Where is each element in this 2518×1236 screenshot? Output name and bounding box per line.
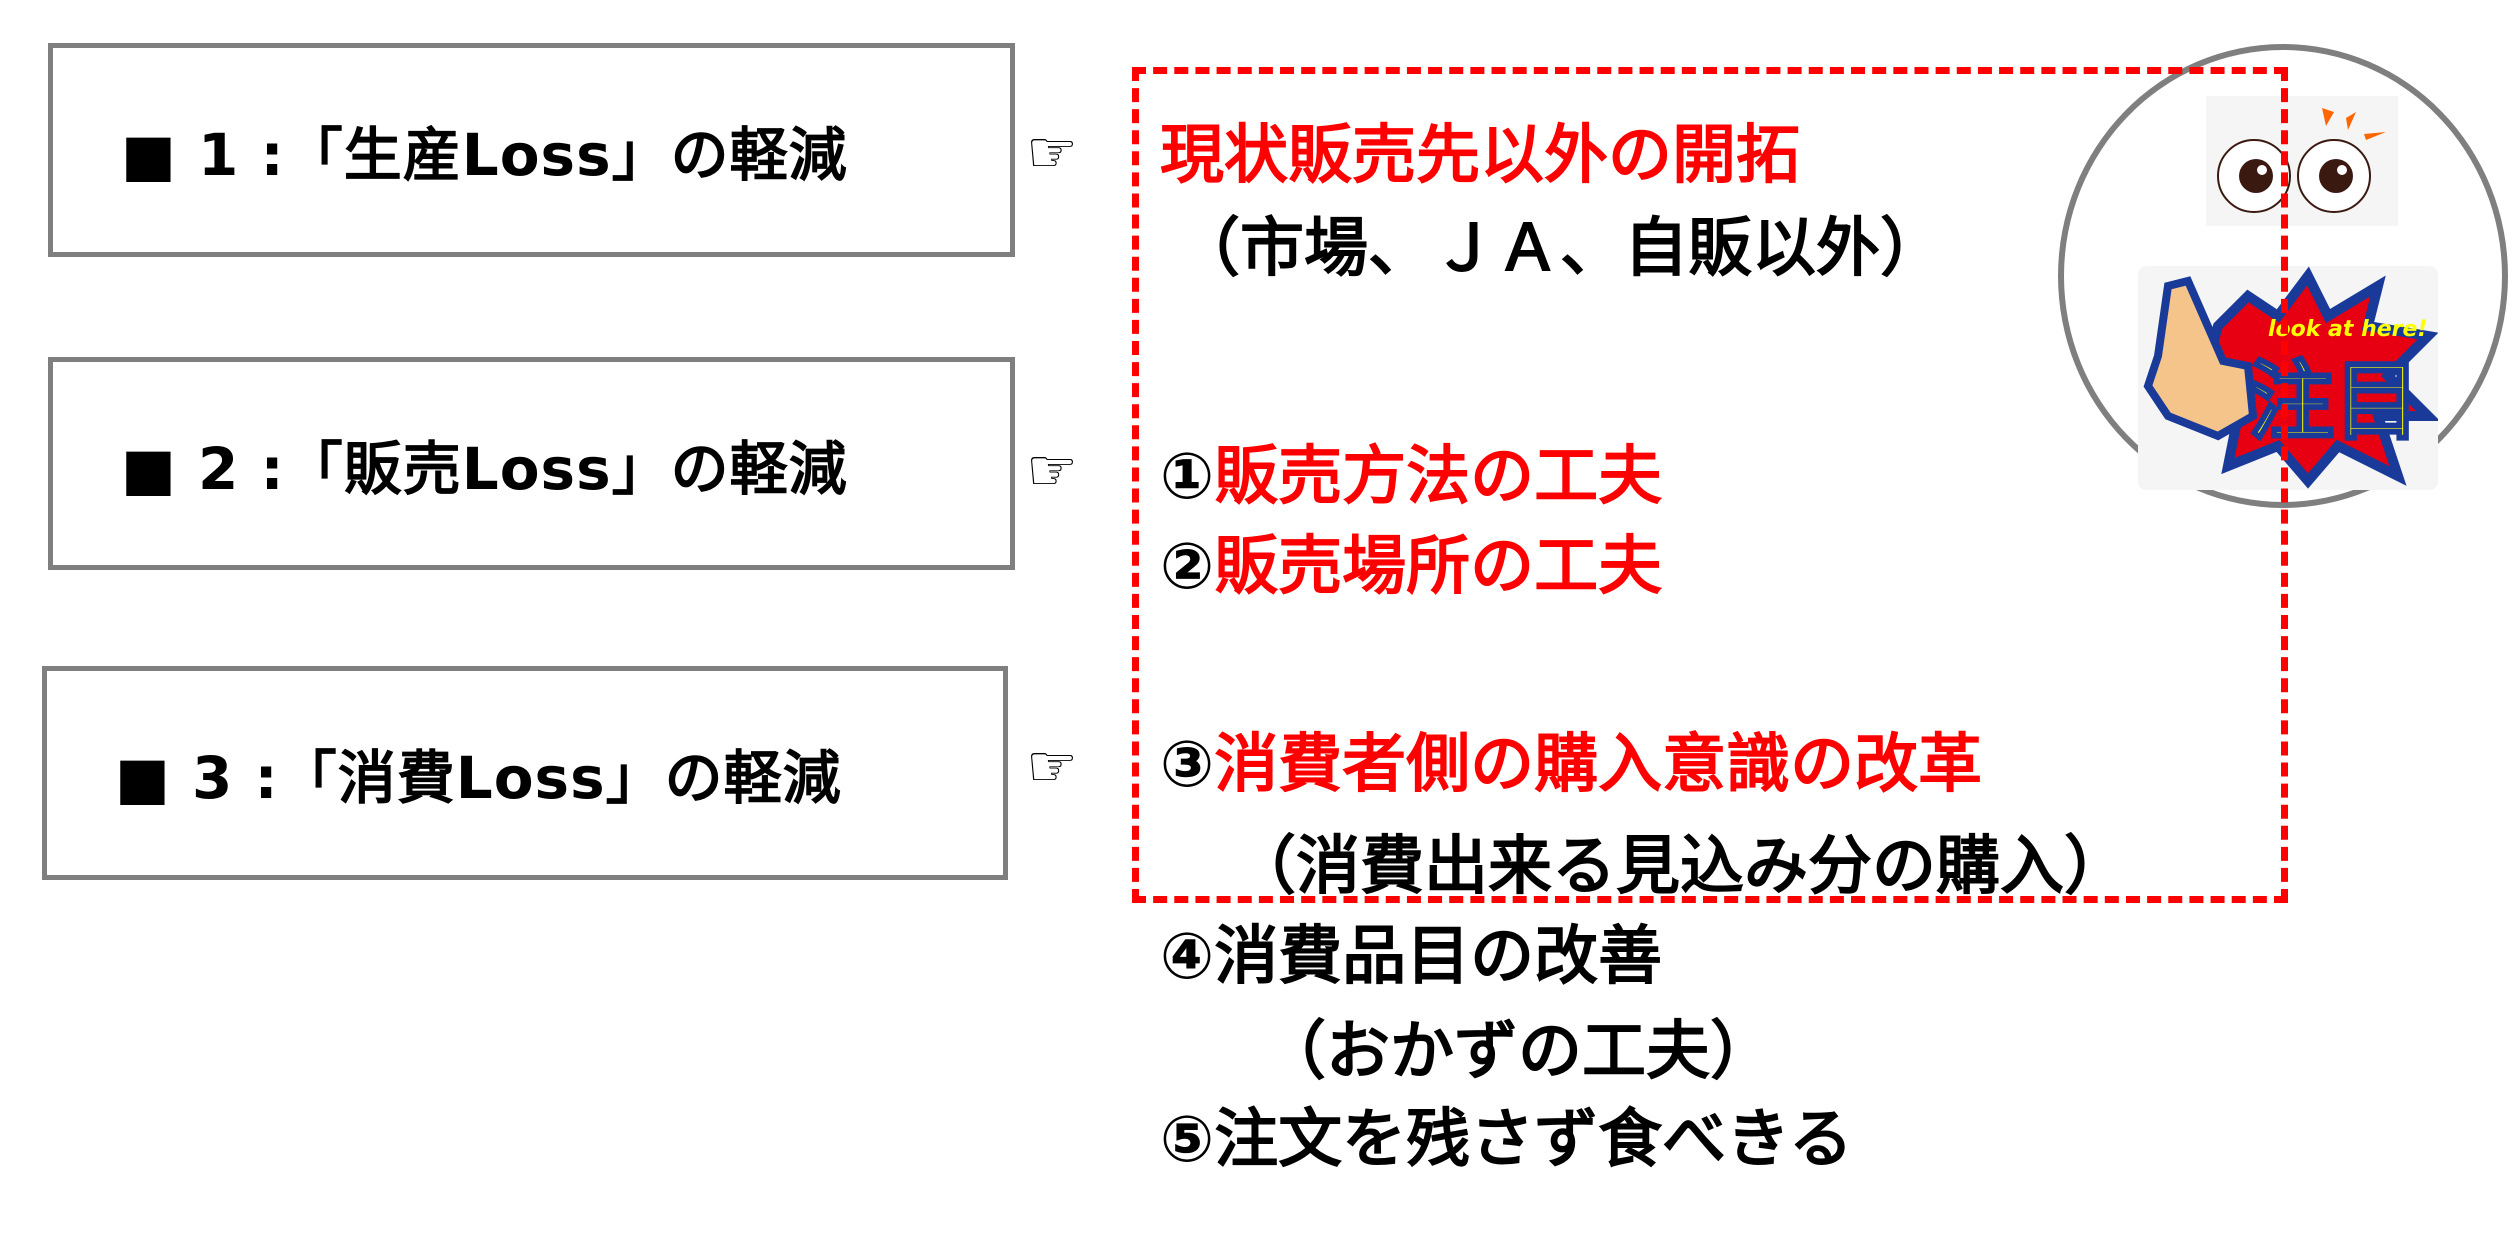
item-text: 販売方法の工夫 (1214, 440, 1663, 514)
item-number: ① (1160, 440, 1215, 514)
item-number: ③ (1160, 728, 1215, 802)
category-label: ■ 3 :「消費Loss」の軽減 (115, 744, 842, 812)
badge-caption: look at here! (2268, 317, 2427, 342)
pointing-hand-icon: ☞ (1026, 436, 1078, 504)
consumption-measure-5: ⑤注文を残さず食べきる (1160, 1103, 1853, 1177)
category-label: ■ 1 :「生産Loss」の軽減 (121, 121, 848, 189)
highlight-dashed-frame (1132, 67, 2288, 903)
item-text: 消費者側の購入意識の改革 (1214, 728, 1983, 802)
attention-badge: look at here! 注目 (2138, 266, 2441, 490)
production-measure: 現状販売先以外の開拓 (1160, 119, 1800, 193)
sales-measure-2: ②販売場所の工夫 (1160, 535, 1662, 599)
pointing-hand-icon: ☞ (1026, 118, 1078, 186)
category-label: ■ 2 :「販売Loss」の軽減 (121, 434, 848, 503)
consumption-measure-4-note: （おかずの工夫） (1262, 1015, 1774, 1089)
category-box-sales: ■ 2 :「販売Loss」の軽減 (48, 357, 1015, 570)
item-number: ② (1160, 530, 1215, 604)
sales-measure-1: ①販売方法の工夫 (1160, 445, 1662, 509)
item-text: 販売場所の工夫 (1214, 530, 1663, 604)
consumption-measure-3-note: （消費出来る見込み分の購入） (1232, 830, 2128, 904)
consumption-measure-4: ④消費品目の改善 (1160, 920, 1663, 994)
category-box-consumption: ■ 3 :「消費Loss」の軽減 (42, 666, 1008, 880)
category-box-production: ■ 1 :「生産Loss」の軽減 (48, 43, 1015, 257)
production-measure-note: （市場、ＪＡ、自販以外） (1176, 212, 1944, 286)
consumption-measure-3: ③消費者側の購入意識の改革 (1160, 733, 1982, 797)
pointing-hand-icon: ☞ (1026, 732, 1078, 800)
badge-title: 注目 (2248, 352, 2420, 452)
eyes-icon (2206, 96, 2398, 226)
